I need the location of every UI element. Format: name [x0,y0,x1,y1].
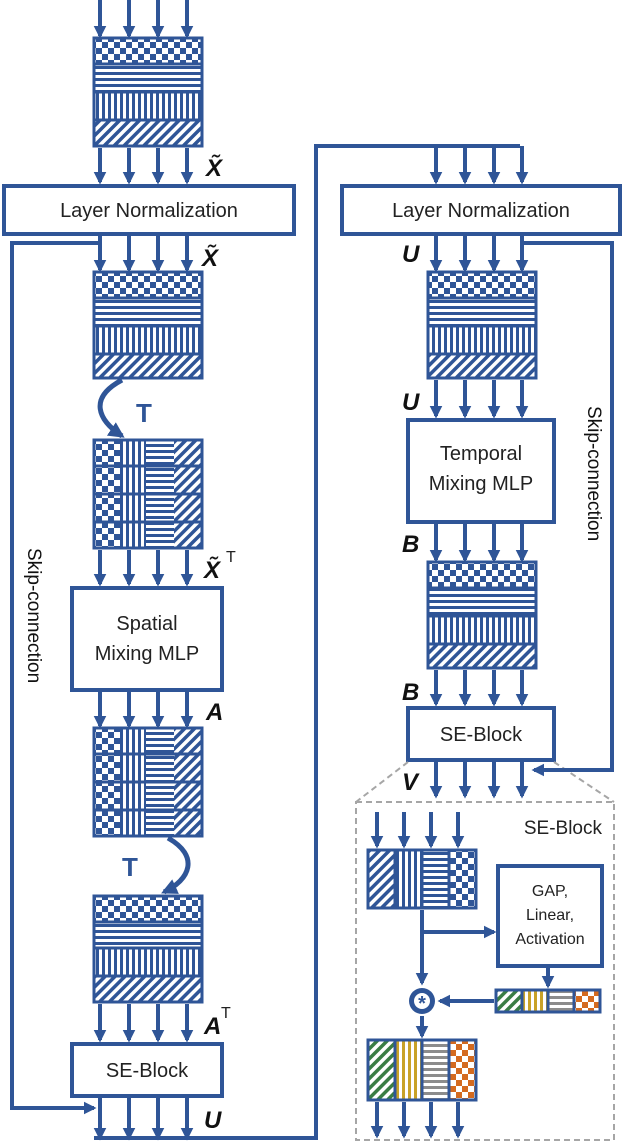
symbol-x-tilde-t: X̃ [202,556,222,584]
column-link-line [94,144,520,1140]
symbol-a-t-superscript: T [221,1005,231,1022]
layer-norm-left-box: Layer Normalization [2,184,296,236]
transpose-arrow-1 [97,377,125,439]
symbol-v: V [402,769,420,796]
se-block-left-label: SE-Block [106,1060,189,1082]
tensor-transposed [92,438,204,550]
symbol-x-tilde-top: X̃ [204,154,224,182]
transpose-arrow-2 [161,835,191,895]
symbol-x-tilde-mid: X̃ [200,244,220,272]
tensor-a [92,726,204,838]
se-branch-line [420,910,497,939]
layer-norm-left-label: Layer Normalization [60,200,238,222]
gap-label-line1: GAP, [532,883,568,900]
symbol-a-t: A [203,1013,221,1040]
spatial-mlp-box: Spatial Mixing MLP [70,586,224,692]
symbol-u-left: U [204,1107,222,1134]
se-input-tensor [366,848,478,910]
skip-connection-right-label: Skip-connection [583,406,604,541]
temporal-mlp-line1: Temporal [440,443,522,465]
spatial-mlp-line1: Spatial [116,613,177,635]
layer-norm-right-label: Layer Normalization [392,200,570,222]
skip-connection-left-line [10,241,100,1115]
tensor-u [426,270,538,380]
flow-arrows [93,0,529,1141]
tensor-a-transposed [92,894,204,1004]
se-output-tensor [366,1038,478,1102]
symbol-x-t-superscript: T [226,549,236,566]
multiply-operator-symbol: * [418,993,426,1015]
temporal-mlp-line2: Mixing MLP [429,473,533,495]
zoom-line-left [355,761,409,803]
se-weights-vector [494,988,602,1014]
symbol-u-right-1: U [402,241,420,268]
skip-connection-right-line [520,241,614,777]
transpose-label-1: T [136,398,152,428]
spatial-mlp-line2: Mixing MLP [95,643,199,665]
connector-lines [10,144,614,1140]
symbol-a: A [205,699,223,726]
tensor-input [92,36,204,148]
layer-norm-right-box: Layer Normalization [340,184,622,236]
symbol-u-right-2: U [402,389,420,416]
tensor-b [426,560,538,670]
transpose-label-2: T [122,852,138,882]
se-detail-title: SE-Block [524,818,603,839]
skip-connection-left-label: Skip-connection [23,548,44,683]
tensor-normalized [92,270,204,380]
se-detail-panel [355,801,615,1141]
multiply-operator: * [409,988,435,1015]
se-block-right-label: SE-Block [440,724,523,746]
gap-label-line3: Activation [515,931,584,948]
gap-linear-activation-box: GAP, Linear, Activation [496,864,604,968]
se-block-right-box: SE-Block [406,706,556,762]
se-block-left-box: SE-Block [70,1042,224,1098]
symbol-b-2: B [402,679,419,706]
temporal-mlp-box: Temporal Mixing MLP [406,418,556,524]
gap-label-line2: Linear, [526,907,574,924]
symbol-b-1: B [402,531,419,558]
